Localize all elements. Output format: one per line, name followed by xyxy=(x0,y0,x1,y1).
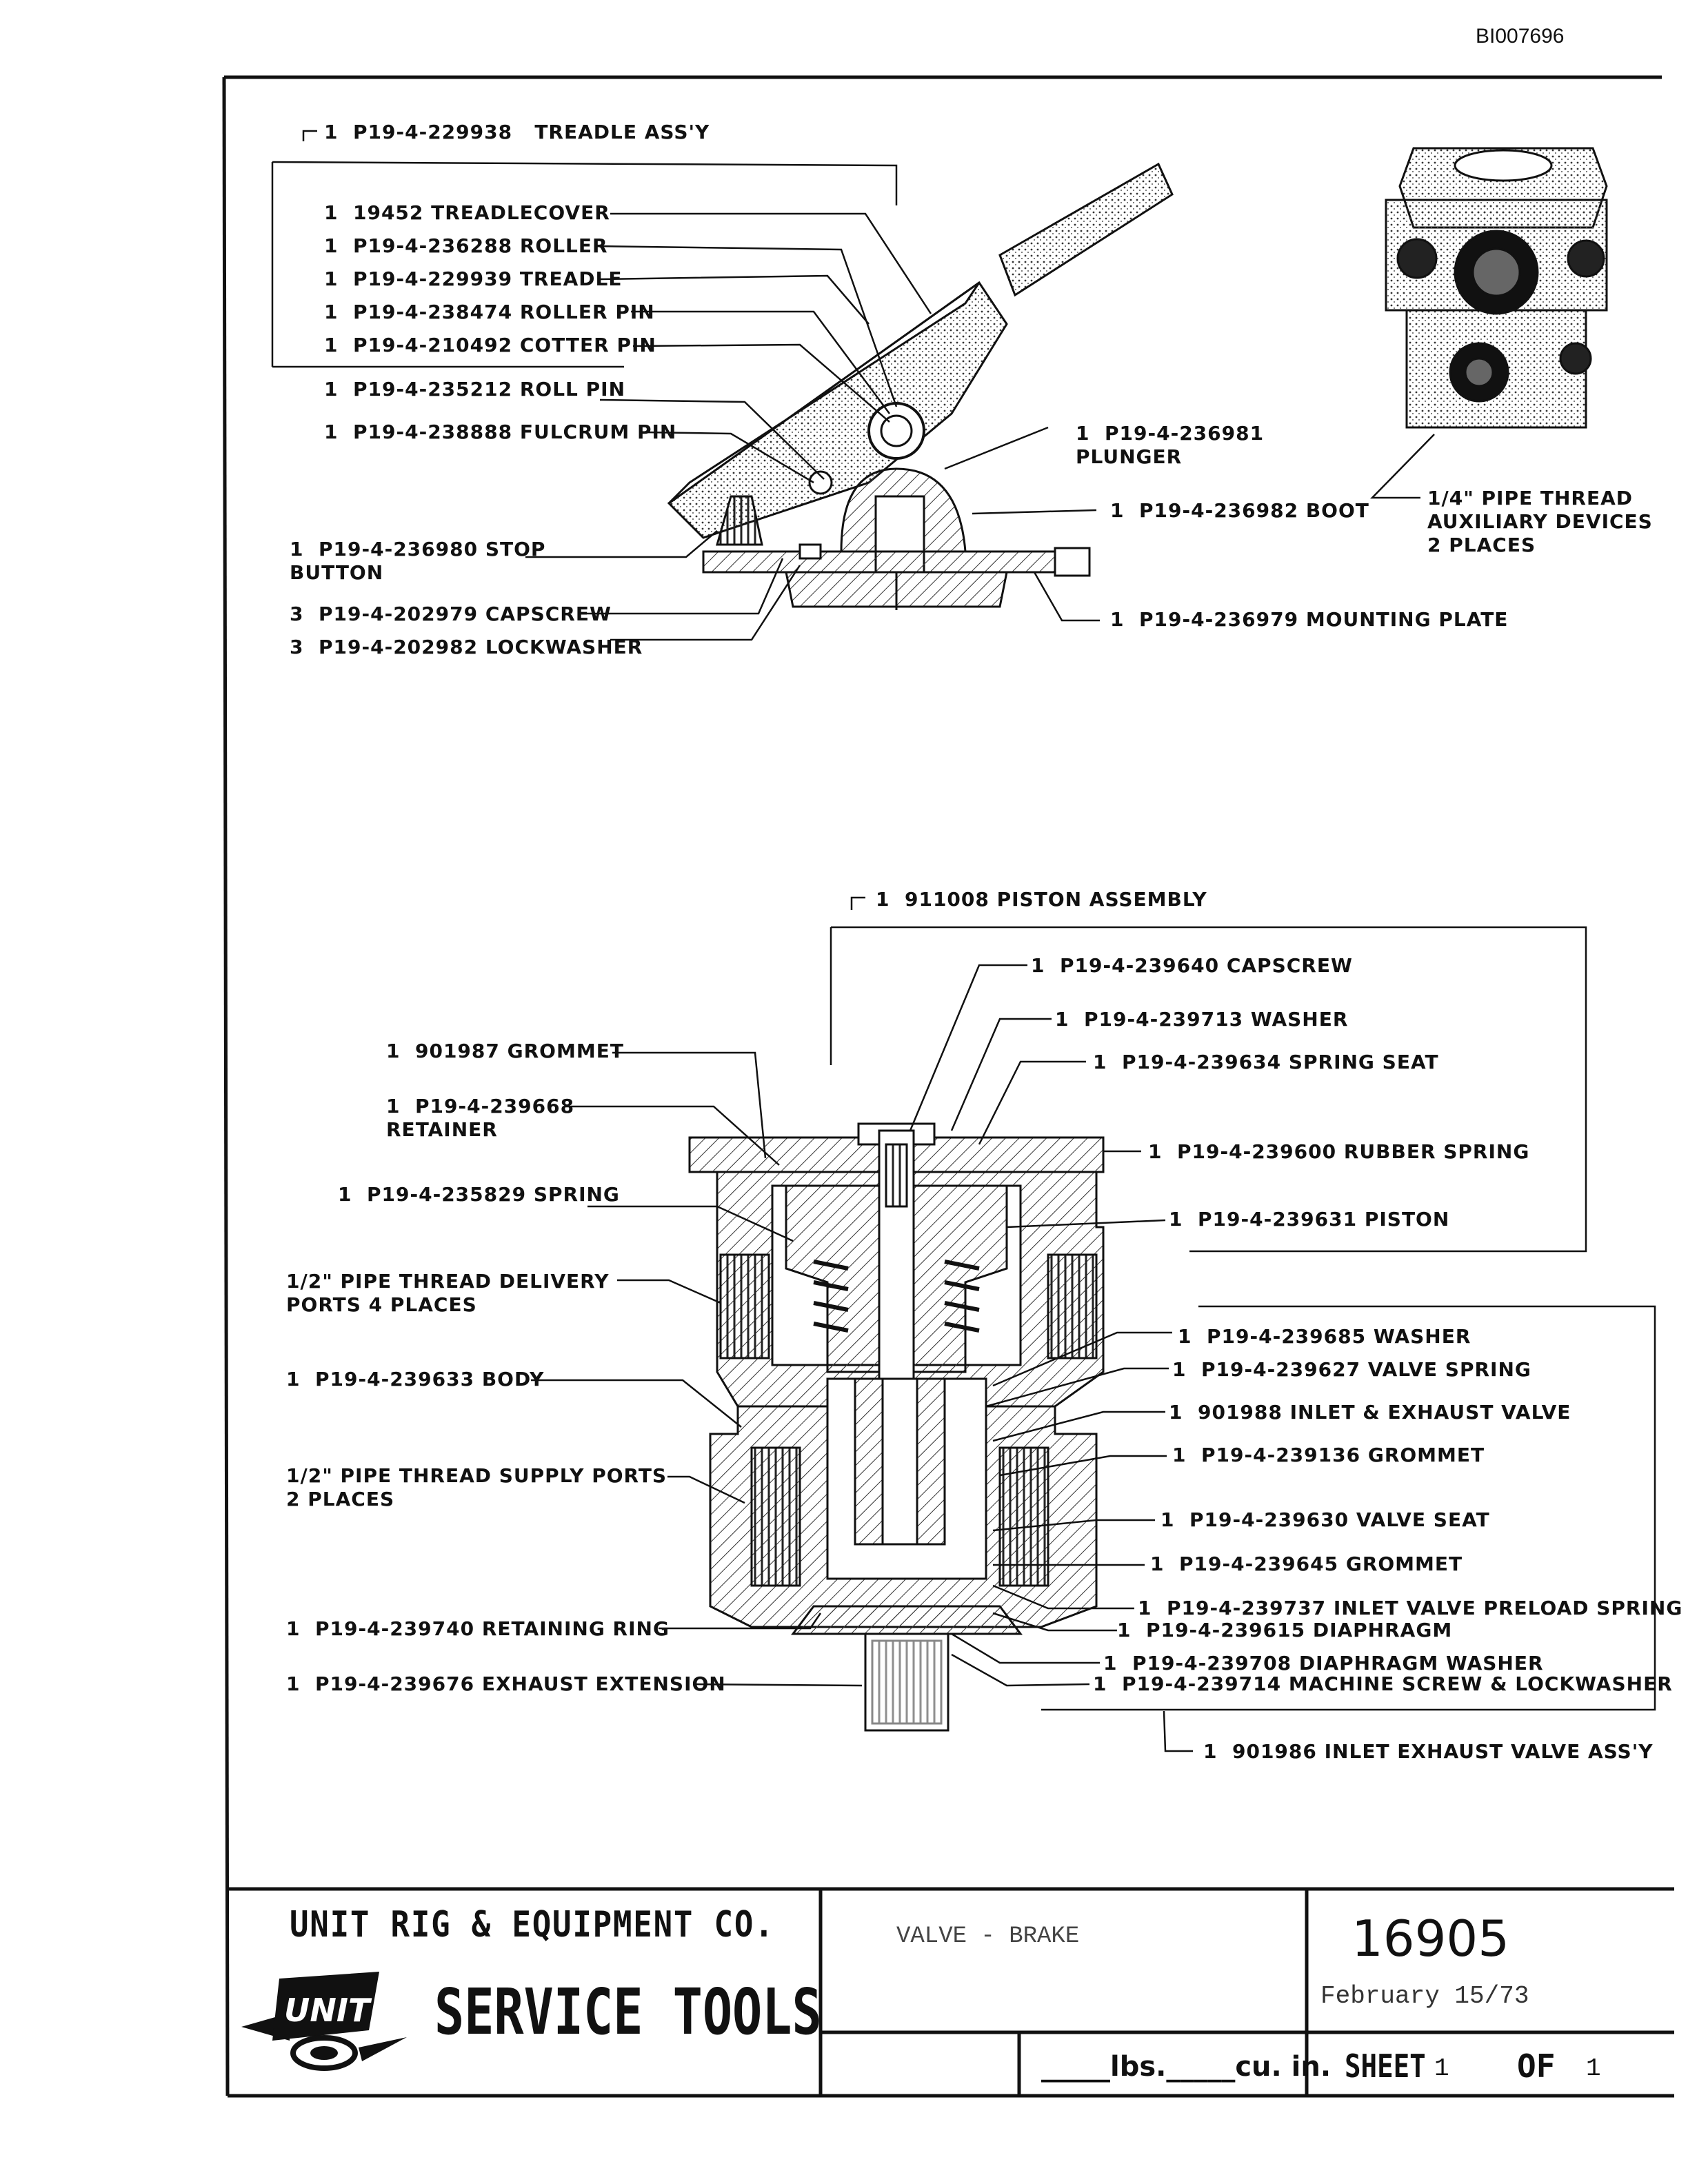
label-diaphragm-washer: 1 P19-4-239708 DIAPHRAGM WASHER xyxy=(1103,1652,1544,1675)
of-label: OF xyxy=(1517,2048,1556,2085)
label-grommet-987: 1 901987 GROMMET xyxy=(386,1040,624,1062)
weight-volume-field: _____lbs._____cu. in. xyxy=(1041,2051,1332,2083)
label-retaining-ring: 1 P19-4-239740 RETAINING RING xyxy=(286,1617,670,1640)
label-fulcrum-pin: 1 P19-4-238888 FULCRUM PIN xyxy=(324,421,677,443)
valve-leader-lines xyxy=(531,896,1656,1752)
sheet-number: 1 xyxy=(1434,2054,1449,2083)
drawing-title: VALVE - BRAKE xyxy=(896,1923,1080,1950)
drawing-number: 16905 xyxy=(1352,1910,1510,1968)
label-inlet-exhaust-valve: 1 901988 INLET & EXHAUST VALVE xyxy=(1169,1401,1571,1424)
service-tools-heading: SERVICE TOOLS xyxy=(434,1975,822,2049)
label-aux-pipe-thread: 1/4" PIPE THREAD AUXILIARY DEVICES 2 PLA… xyxy=(1427,487,1653,556)
label-piston-assembly: 1 911008 PISTON ASSEMBLY xyxy=(876,888,1207,911)
label-treadlecover: 1 19452 TREADLECOVER xyxy=(324,201,610,224)
document-id: BI007696 xyxy=(1476,25,1565,48)
label-retainer: 1 P19-4-239668 RETAINER xyxy=(386,1095,575,1141)
brake-valve-section-drawing xyxy=(688,1122,1105,1732)
drawing-date: February 15/73 xyxy=(1320,1982,1529,2010)
label-grommet-645: 1 P19-4-239645 GROMMET xyxy=(1150,1553,1463,1575)
label-treadle-assy: 1 P19-4-229938 TREADLE ASS'Y xyxy=(324,121,710,143)
label-piston: 1 P19-4-239631 PISTON xyxy=(1169,1208,1450,1231)
label-grommet-136: 1 P19-4-239136 GROMMET xyxy=(1172,1444,1485,1466)
label-machine-screw: 1 P19-4-239714 MACHINE SCREW & LOCKWASHE… xyxy=(1093,1672,1673,1695)
label-roller-pin: 1 P19-4-238474 ROLLER PIN xyxy=(324,301,655,323)
label-mounting-plate: 1 P19-4-236979 MOUNTING PLATE xyxy=(1110,608,1509,631)
label-diaphragm: 1 P19-4-239615 DIAPHRAGM xyxy=(1117,1619,1453,1641)
label-body: 1 P19-4-239633 BODY xyxy=(286,1368,545,1391)
label-treadle: 1 P19-4-229939 TREADLE xyxy=(324,267,623,290)
label-supply-ports: 1/2" PIPE THREAD SUPPLY PORTS 2 PLACES xyxy=(286,1464,667,1510)
total-sheets: 1 xyxy=(1586,2054,1601,2083)
label-spring-829: 1 P19-4-235829 SPRING xyxy=(338,1183,620,1206)
company-name: UNIT RIG & EQUIPMENT CO. xyxy=(290,1904,775,1945)
label-cotter-pin: 1 P19-4-210492 COTTER PIN xyxy=(324,334,656,356)
label-preload-spring: 1 P19-4-239737 INLET VALVE PRELOAD SPRIN… xyxy=(1138,1597,1683,1619)
label-valve-spring: 1 P19-4-239627 VALVE SPRING xyxy=(1172,1358,1531,1381)
label-inlet-exhaust-valve-assy: 1 901986 INLET EXHAUST VALVE ASS'Y xyxy=(1203,1740,1654,1763)
label-exhaust-extension: 1 P19-4-239676 EXHAUST EXTENSION xyxy=(286,1672,726,1695)
sheet-border xyxy=(222,75,1674,2098)
label-lockwasher: 3 P19-4-202982 LOCKWASHER xyxy=(290,636,643,658)
label-valve-seat: 1 P19-4-239630 VALVE SEAT xyxy=(1160,1508,1490,1531)
treadle-assembly-drawing xyxy=(667,162,1174,610)
label-washer-713: 1 P19-4-239713 WASHER xyxy=(1055,1008,1349,1031)
label-roll-pin: 1 P19-4-235212 ROLL PIN xyxy=(324,378,625,401)
valve-body-perspective-drawing xyxy=(1385,147,1608,429)
label-delivery-ports: 1/2" PIPE THREAD DELIVERY PORTS 4 PLACES xyxy=(286,1270,610,1316)
label-stop-button: 1 P19-4-236980 STOP BUTTON xyxy=(290,538,546,584)
label-plunger: 1 P19-4-236981 PLUNGER xyxy=(1076,422,1265,468)
sheet-label: SHEET xyxy=(1345,2048,1426,2085)
label-capscrew: 1 P19-4-239640 CAPSCREW xyxy=(1031,954,1353,977)
label-capscrew-3: 3 P19-4-202979 CAPSCREW xyxy=(290,603,612,625)
label-spring-seat: 1 P19-4-239634 SPRING SEAT xyxy=(1093,1051,1439,1073)
label-washer-685: 1 P19-4-239685 WASHER xyxy=(1178,1325,1471,1348)
label-roller: 1 P19-4-236288 ROLLER xyxy=(324,234,608,257)
treadle-leader-lines xyxy=(271,130,1435,641)
label-rubber-spring: 1 P19-4-239600 RUBBER SPRING xyxy=(1148,1140,1530,1163)
logo-text: UNIT RIG xyxy=(284,1992,414,2029)
unit-rig-logo: UNIT RIG xyxy=(241,1972,414,2071)
label-boot: 1 P19-4-236982 BOOT xyxy=(1110,499,1369,522)
